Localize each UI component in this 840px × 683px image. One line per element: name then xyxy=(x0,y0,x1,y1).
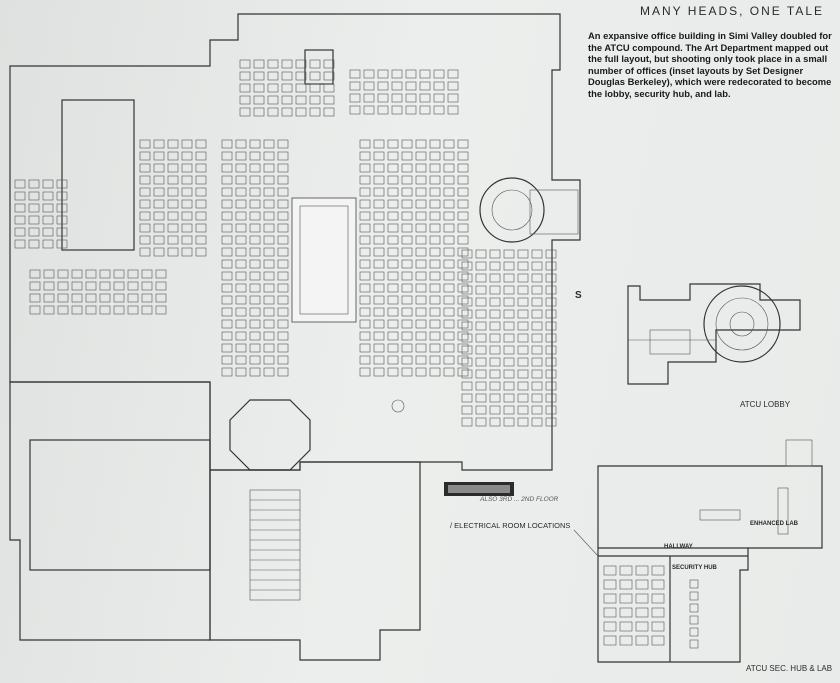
security-hub-desks xyxy=(603,565,699,649)
page-header-title: MANY HEADS, ONE TALE xyxy=(640,4,825,18)
handwritten-note: ALSO 3RD ... 2ND FLOOR xyxy=(480,496,559,503)
auditorium-seating xyxy=(249,489,301,601)
compass-label: S xyxy=(575,290,582,301)
office-cubicle-grid xyxy=(14,59,557,427)
enhanced-lab-label: ENHANCED LAB xyxy=(750,521,798,527)
security-hub-label: SECURITY HUB xyxy=(672,565,717,571)
figure-caption: An expansive office building in Simi Val… xyxy=(588,30,832,99)
lobby-inset-title: ATCU LOBBY xyxy=(740,400,791,409)
inner-courtyard xyxy=(291,197,357,323)
hallway-label: HALLWAY xyxy=(664,544,693,550)
electrical-room-label: / ELECTRICAL ROOM LOCATIONS xyxy=(450,521,571,530)
lab-inset-title: ATCU SEC. HUB & LAB xyxy=(746,664,833,673)
